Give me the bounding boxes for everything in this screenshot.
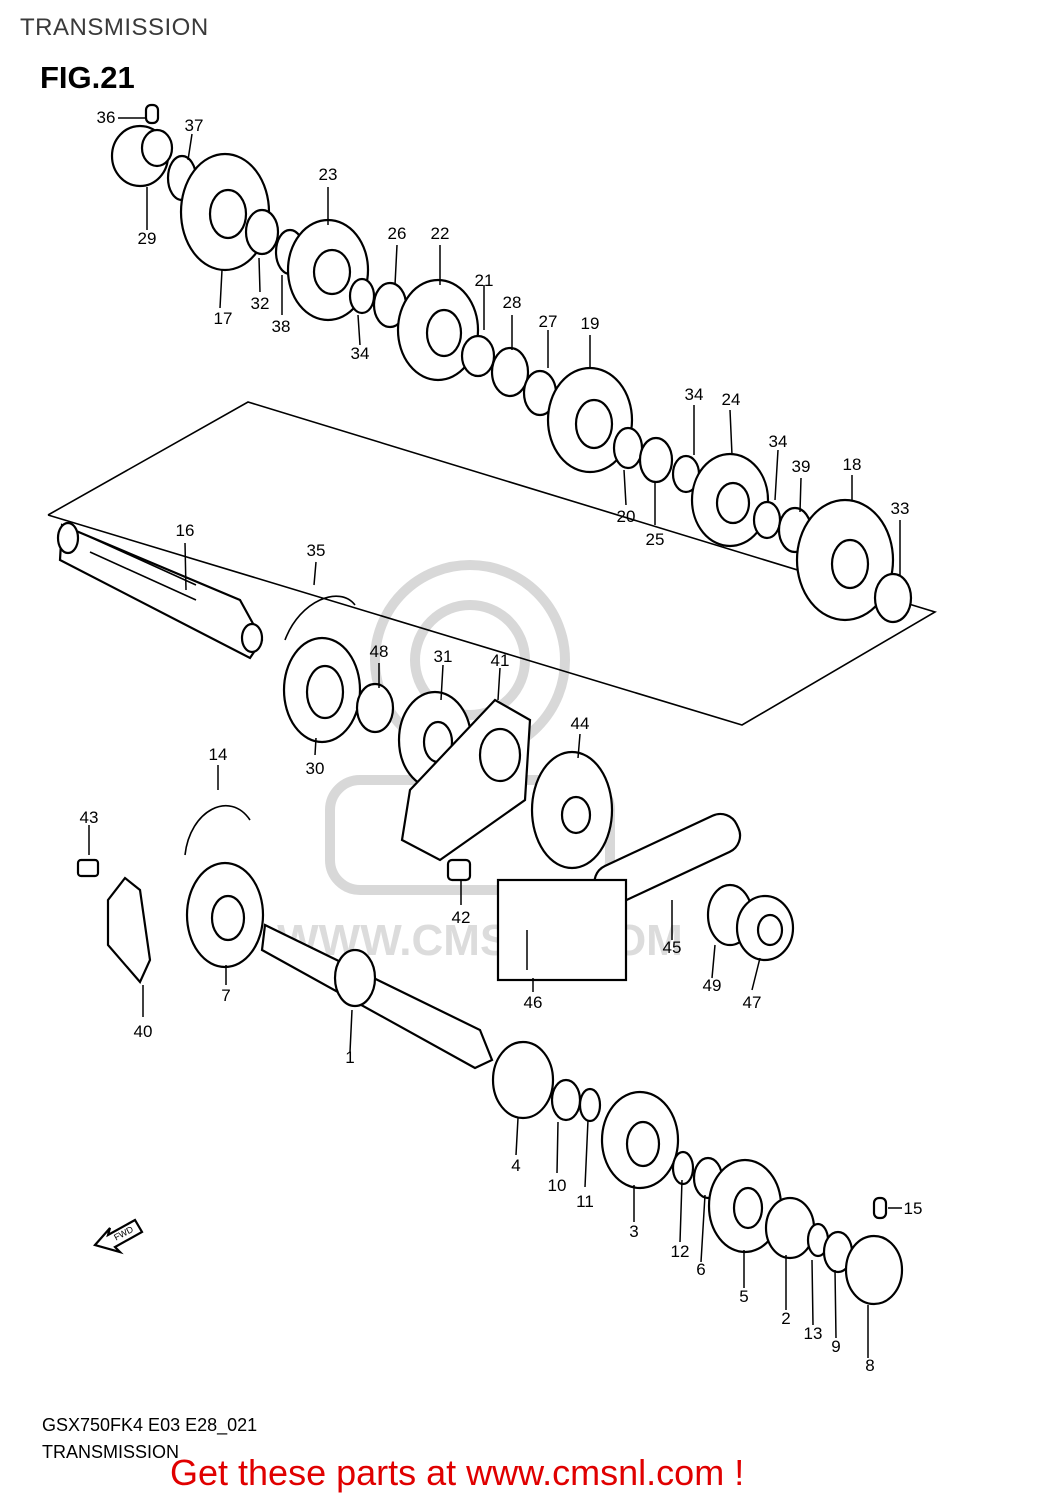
callout-46: 46 <box>524 993 543 1012</box>
callout-48: 48 <box>370 642 389 661</box>
mainshaft-parts <box>76 804 904 1306</box>
callout-3: 3 <box>629 1222 638 1241</box>
callout-22: 22 <box>431 224 450 243</box>
callout-24: 24 <box>722 390 741 409</box>
callout-23: 23 <box>319 165 338 184</box>
callout-47: 47 <box>743 993 762 1012</box>
callout-42: 42 <box>452 908 471 927</box>
callout-17: 17 <box>214 309 233 328</box>
callout-numbers: 36 37 29 17 32 38 23 26 22 34 21 28 27 1… <box>80 108 923 1375</box>
callout-8: 8 <box>865 1356 874 1375</box>
callout-38: 38 <box>272 317 291 336</box>
callout-31: 31 <box>434 647 453 666</box>
callout-44: 44 <box>571 714 590 733</box>
figure-label: FIG.21 <box>40 60 135 95</box>
callout-4: 4 <box>511 1156 520 1175</box>
callout-7: 7 <box>221 986 230 1005</box>
callout-40: 40 <box>134 1022 153 1041</box>
callout-34b: 34 <box>685 385 704 404</box>
callout-25: 25 <box>646 530 665 549</box>
callout-5: 5 <box>739 1287 748 1306</box>
countershaft-parts <box>110 103 913 624</box>
callout-34c: 34 <box>769 432 788 451</box>
countershaft-frame <box>47 401 937 726</box>
callout-15: 15 <box>904 1199 923 1218</box>
callout-49: 49 <box>703 976 722 995</box>
callout-36: 36 <box>97 108 116 127</box>
section-name: TRANSMISSION <box>42 1442 180 1462</box>
callout-34a: 34 <box>351 344 370 363</box>
model-code: GSX750FK4 E03 E28_021 <box>42 1415 258 1435</box>
callout-12: 12 <box>671 1242 690 1261</box>
callout-14: 14 <box>209 745 228 764</box>
callout-35: 35 <box>307 541 326 560</box>
callout-20: 20 <box>617 507 636 526</box>
callout-39: 39 <box>792 457 811 476</box>
page-title: TRANSMISSION <box>20 14 209 41</box>
callout-30: 30 <box>306 759 325 778</box>
callout-26: 26 <box>388 224 407 243</box>
callout-32: 32 <box>251 294 270 313</box>
callout-11: 11 <box>576 1192 594 1211</box>
callout-13: 13 <box>804 1324 823 1343</box>
callout-10: 10 <box>548 1176 567 1195</box>
callout-33: 33 <box>891 499 910 518</box>
callout-27: 27 <box>539 312 558 331</box>
forward-direction-arrow: FWD <box>93 1218 144 1255</box>
callout-41: 41 <box>491 651 510 670</box>
leader-lines <box>88 117 902 1358</box>
drive-shaft <box>56 521 264 660</box>
callout-45: 45 <box>663 938 682 957</box>
callout-37: 37 <box>185 116 204 135</box>
callout-43: 43 <box>80 808 99 827</box>
drive-group-parts <box>282 595 795 982</box>
callout-6: 6 <box>696 1260 705 1279</box>
callout-1: 1 <box>345 1048 354 1067</box>
parts-link-banner[interactable]: Get these parts at www.cmsnl.com ! <box>170 1452 745 1493</box>
callout-16: 16 <box>176 521 195 540</box>
callout-29: 29 <box>138 229 157 248</box>
callout-18: 18 <box>843 455 862 474</box>
callout-9: 9 <box>831 1337 840 1356</box>
callout-21: 21 <box>475 271 494 290</box>
callout-19: 19 <box>581 314 600 333</box>
callout-2: 2 <box>781 1309 790 1328</box>
callout-28: 28 <box>503 293 522 312</box>
